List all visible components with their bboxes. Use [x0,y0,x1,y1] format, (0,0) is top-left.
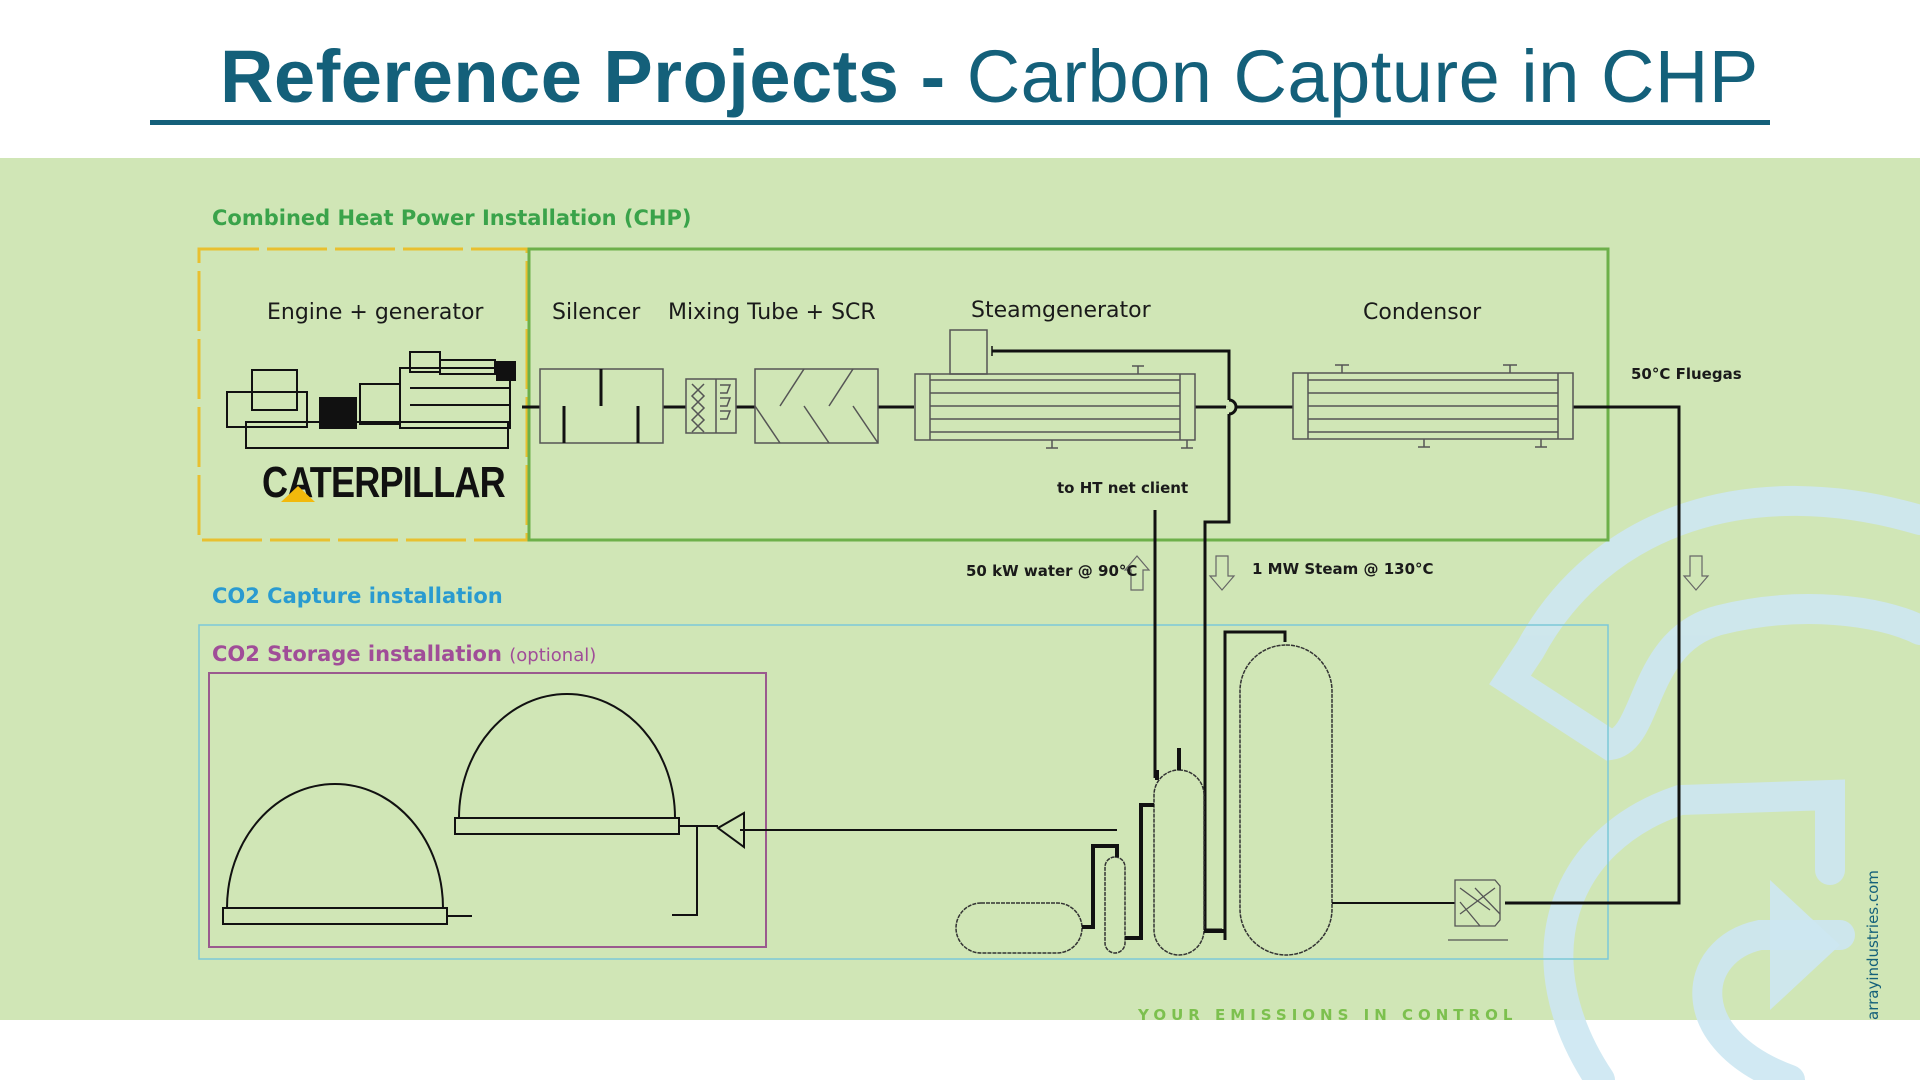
label-mixing-tube: Mixing Tube + SCR [668,300,876,325]
label-fluegas: 50°C Fluegas [1631,365,1742,383]
label-silencer: Silencer [552,300,641,325]
engine-box [197,247,529,542]
caterpillar-triangle-icon [281,486,315,502]
storage-dome-icon [454,693,718,916]
title-underline [150,120,1770,125]
label-condensor: Condensor [1363,300,1482,325]
watermark-logo-icon [1489,485,1920,1080]
section-label-storage: CO2 Storage installation (optional) [212,642,596,666]
capture-box [198,624,1609,960]
condensor-icon [1292,364,1574,448]
blower-icon [1448,879,1508,941]
silencer-icon [539,368,664,444]
steam-line [991,346,1287,940]
tagline: YOUR EMISSIONS IN CONTROL [1138,1006,1518,1024]
label-engine: Engine + generator [267,300,484,325]
storage-label: CO2 Storage installation [212,642,502,666]
page-title: Reference Projects - Carbon Capture in C… [220,34,1759,119]
arrow-down-icon [1208,555,1236,591]
scr-reactor-icon [754,368,879,444]
capture-vessels-icon [955,644,1333,956]
website-link[interactable]: arrayindustries.com [1864,870,1882,1020]
title-light: Carbon Capture in CHP [966,35,1759,118]
storage-box [208,672,767,948]
label-steam: 1 MW Steam @ 130°C [1252,560,1434,578]
diagram-background [0,158,1920,1020]
label-ht-net: to HT net client [1057,479,1189,497]
arrow-up-icon [1123,555,1151,591]
arrow-down-icon [1682,555,1710,591]
label-water: 50 kW water @ 90°C [966,562,1138,580]
engine-generator-icon [226,351,516,449]
title-bold: Reference Projects - [220,35,946,118]
section-label-chp: Combined Heat Power Installation (CHP) [212,206,692,230]
steam-generator-icon [914,329,1196,449]
chp-box [527,247,1610,542]
label-steamgenerator: Steamgenerator [971,298,1151,323]
watermark-arrow-icon [1770,880,1840,1010]
section-label-capture: CO2 Capture installation [212,584,503,608]
storage-dome-icon [222,783,472,925]
mixing-tube-icon [685,378,737,434]
compressor-icon [716,811,745,849]
capture-piping [1082,748,1224,940]
flue-gas-line [522,405,1681,905]
storage-optional-label: (optional) [509,645,597,666]
